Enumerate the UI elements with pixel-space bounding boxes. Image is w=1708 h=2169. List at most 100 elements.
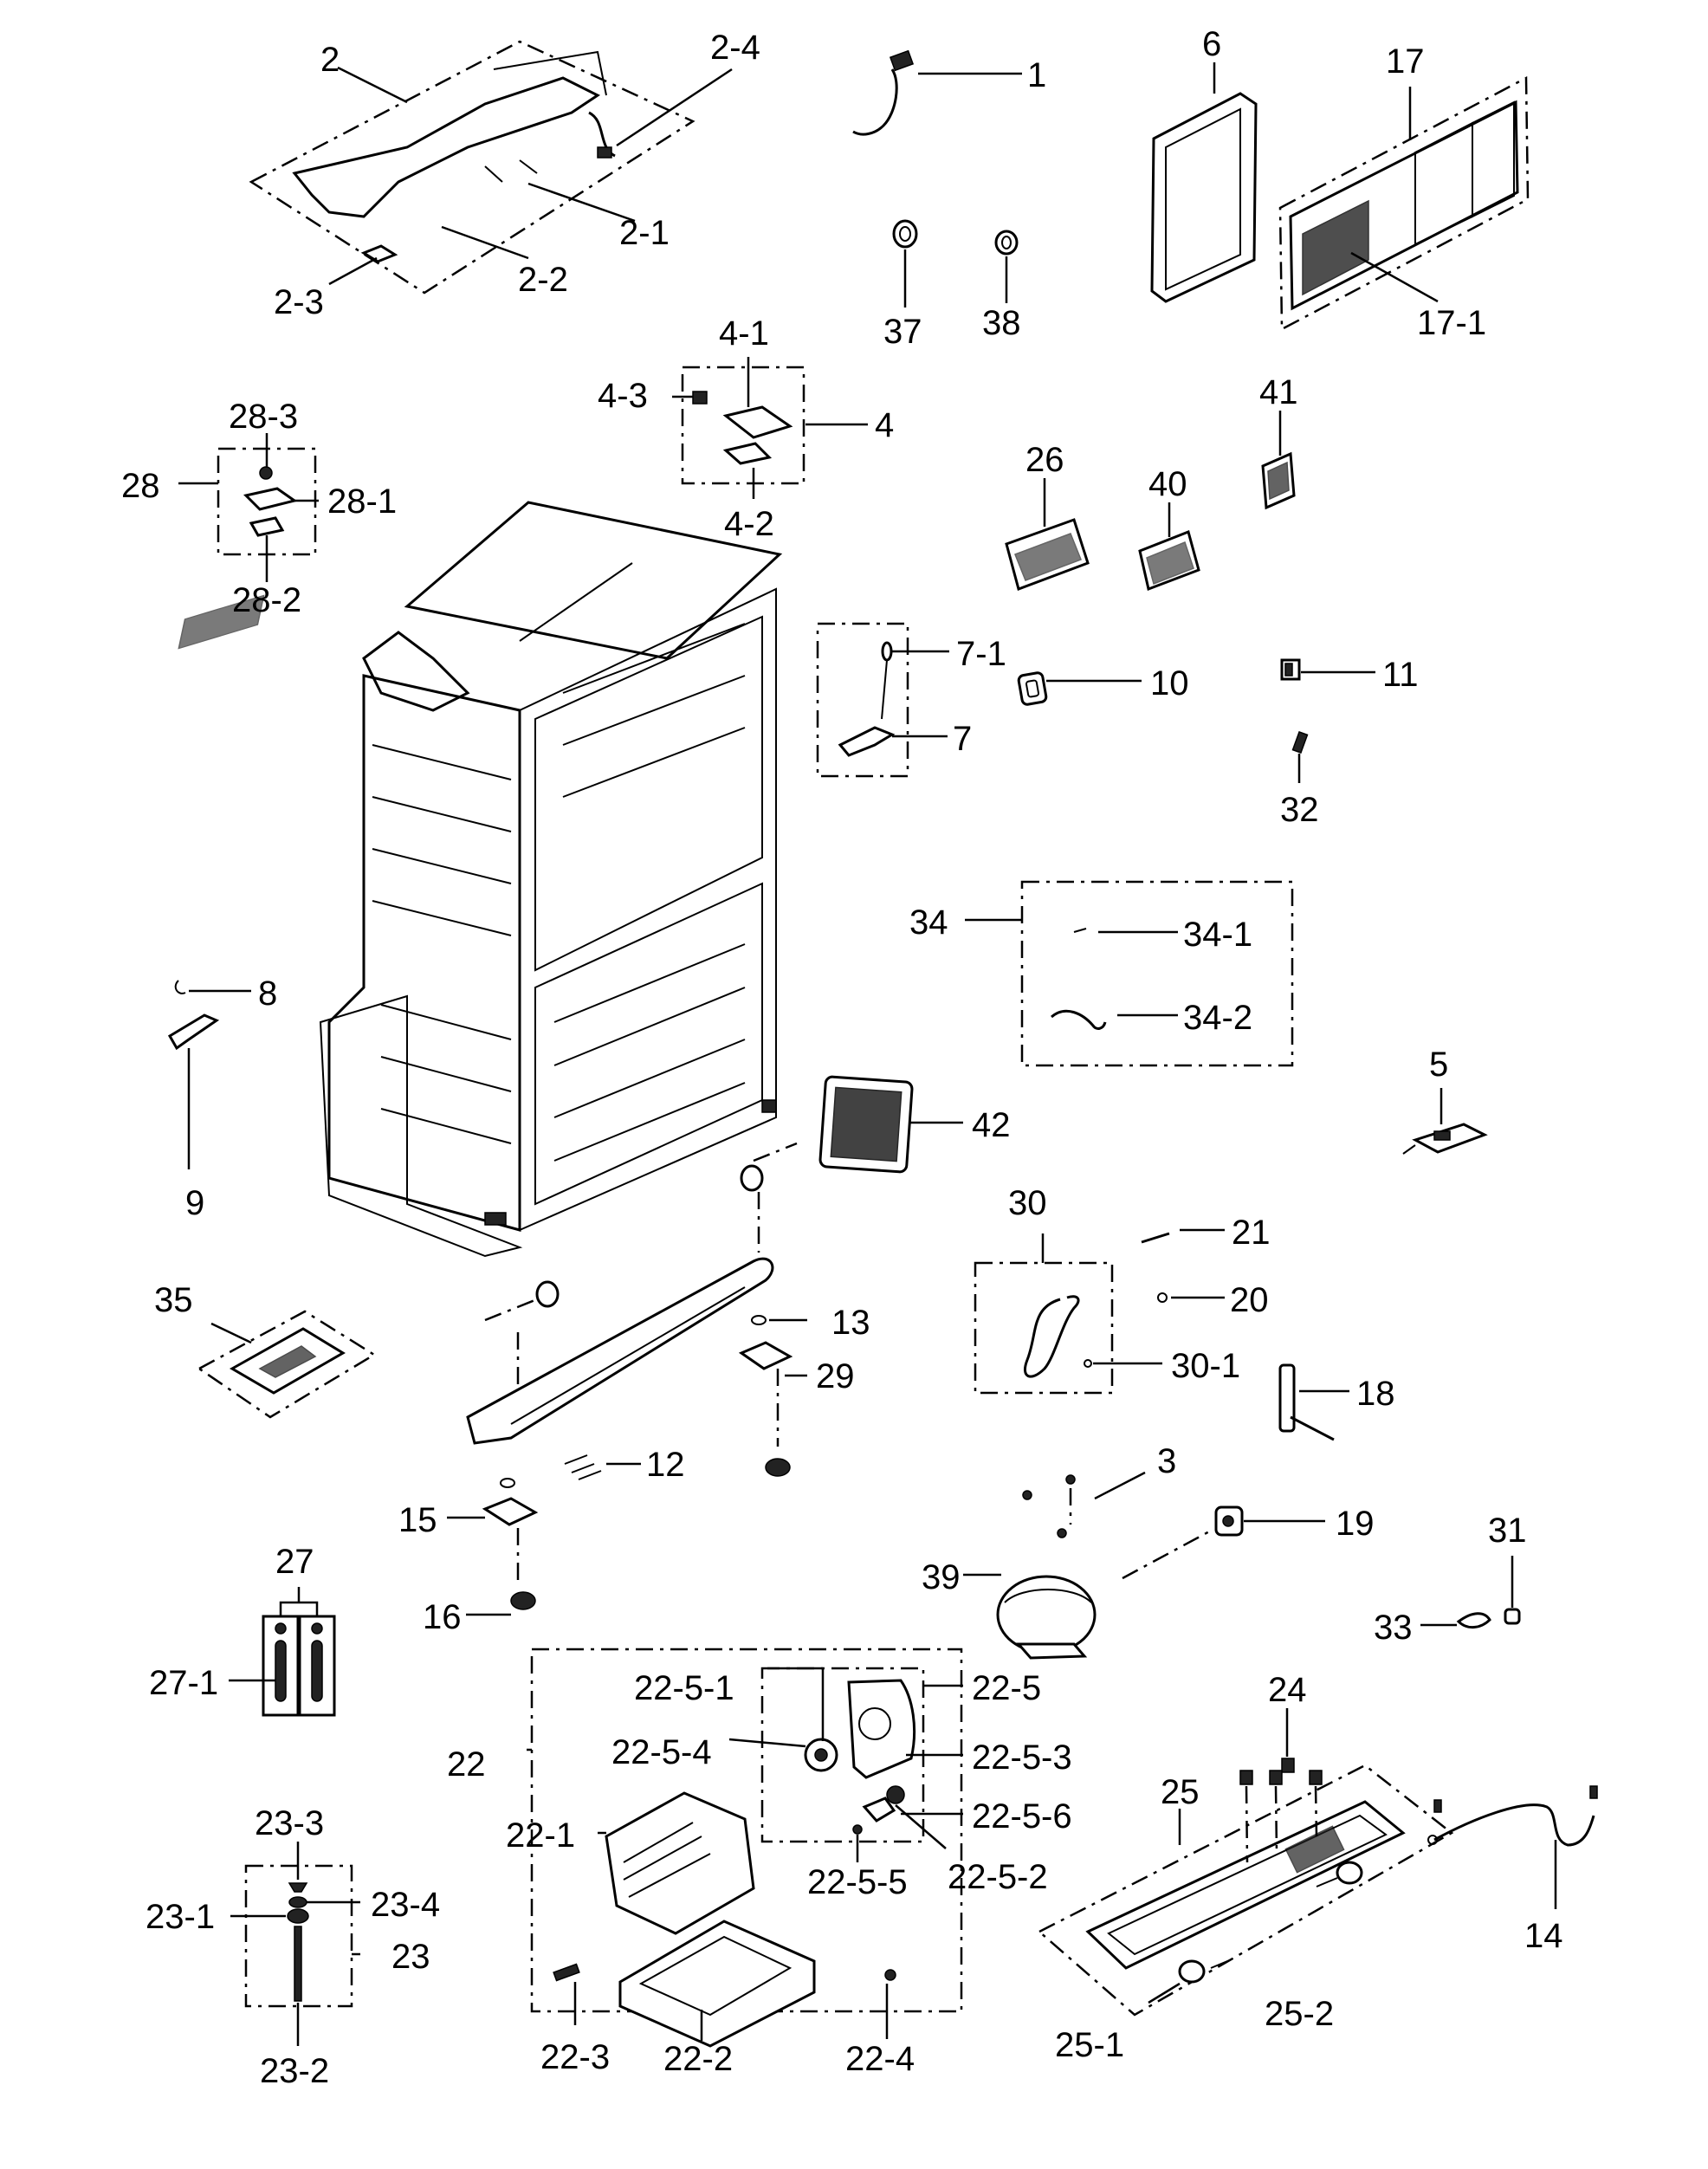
part-32-screw [1291,730,1309,754]
part-26-pcb [1005,518,1090,591]
part-10-gasket [1017,671,1048,706]
label-4: 4 [875,406,894,444]
part-25-base-plate [1085,1758,1406,1984]
part-27-brackets [262,1615,336,1717]
label-1: 1 [1027,56,1046,94]
part-41-pcb [1261,451,1296,510]
label-26: 26 [1025,441,1064,479]
label-23-3: 23-3 [255,1804,324,1842]
part-8-9-sensor [167,980,220,1051]
label-39: 39 [922,1558,961,1596]
label-22-5-6: 22-5-6 [972,1797,1072,1836]
label-22-5: 22-5 [972,1669,1041,1707]
label-22-3: 22-3 [540,2038,610,2076]
label-17-1: 17-1 [1417,304,1486,342]
part-30-harness [1024,1295,1092,1378]
label-28-3: 28-3 [229,398,298,436]
part-23-foot-assembly [287,1882,309,2002]
label-15: 15 [398,1501,437,1539]
label-41: 41 [1259,373,1298,411]
label-25-2: 25-2 [1265,1995,1334,2033]
label-35: 35 [154,1281,193,1319]
part-25-group-box [1037,1764,1454,2017]
label-34-1: 34-1 [1183,916,1252,954]
label-2-4: 2-4 [710,29,760,67]
label-27: 27 [275,1543,314,1581]
label-25-1: 25-1 [1055,2026,1124,2064]
part-18-heater [1278,1363,1335,1441]
label-23-2: 23-2 [260,2052,329,2090]
part-30-group-box [974,1261,1114,1395]
part-35-tray [197,1310,377,1419]
label-5: 5 [1429,1046,1448,1084]
label-3: 3 [1157,1442,1176,1480]
label-22-5-1: 22-5-1 [634,1669,734,1707]
callout-labels: 2 2-4 2-1 2-2 2-3 1 37 38 6 17 17-1 4-1 … [121,25,1563,2090]
part-37-grommet [892,219,918,249]
label-4-3: 4-3 [598,377,648,415]
label-38: 38 [982,304,1021,342]
label-42: 42 [972,1106,1011,1144]
label-28: 28 [121,467,160,505]
label-30-1: 30-1 [1171,1347,1240,1385]
part-17-panel [1278,75,1530,332]
label-17: 17 [1386,42,1425,81]
label-22-5-5: 22-5-5 [807,1863,908,1901]
label-22-5-4: 22-5-4 [611,1733,712,1771]
label-7-1: 7-1 [956,635,1006,673]
label-25: 25 [1161,1773,1200,1811]
label-8: 8 [258,974,277,1013]
part-23-group-box [244,1864,353,2008]
label-7: 7 [953,720,972,758]
part-33-clip [1456,1612,1491,1628]
label-11: 11 [1382,656,1419,694]
part-19-relay [1214,1505,1244,1537]
part-4-group-box [681,366,805,485]
label-29: 29 [816,1357,855,1395]
label-2-3: 2-3 [274,283,324,321]
part-39-compressor [996,1474,1097,1660]
label-22-4: 22-4 [845,2040,915,2078]
part-4-hinge [692,391,793,465]
label-2-1: 2-1 [619,214,670,252]
label-22: 22 [447,1745,486,1784]
label-27-1: 27-1 [149,1664,218,1702]
label-23-1: 23-1 [146,1898,215,1936]
label-4-2: 4-2 [724,505,774,543]
part-1-power-cord [852,49,915,136]
label-23-4: 23-4 [371,1886,440,1924]
label-37: 37 [883,313,922,351]
label-32: 32 [1280,791,1319,829]
label-6: 6 [1202,25,1221,63]
label-14: 14 [1524,1917,1563,1955]
part-22-fan-assembly [553,1679,916,2048]
label-22-2: 22-2 [663,2040,733,2078]
part-7-group-box [816,622,909,778]
part-34-group-box [1020,880,1294,1067]
label-2-2: 2-2 [518,261,568,299]
label-9: 9 [185,1184,204,1222]
part-28-hinge [243,466,298,537]
label-22-5-3: 22-5-3 [972,1738,1072,1777]
label-13: 13 [831,1304,870,1342]
label-31: 31 [1488,1512,1527,1550]
label-2: 2 [320,41,340,79]
label-22-1: 22-1 [506,1816,575,1855]
label-4-1: 4-1 [719,314,769,353]
label-40: 40 [1148,465,1187,503]
part-5-switch [1402,1123,1488,1155]
label-16: 16 [423,1598,462,1636]
part-7-bracket [838,641,896,757]
label-23: 23 [391,1938,430,1976]
part-20-screw [1157,1292,1168,1303]
label-21: 21 [1232,1214,1271,1252]
label-33: 33 [1374,1609,1413,1647]
label-30: 30 [1008,1184,1047,1222]
label-34-2: 34-2 [1183,999,1252,1037]
label-22-5-2: 22-5-2 [948,1858,1048,1896]
part-34-wires [1051,928,1107,1030]
label-34: 34 [909,903,948,942]
label-18: 18 [1356,1375,1395,1413]
label-24: 24 [1268,1671,1307,1709]
part-31-cap [1504,1608,1521,1625]
